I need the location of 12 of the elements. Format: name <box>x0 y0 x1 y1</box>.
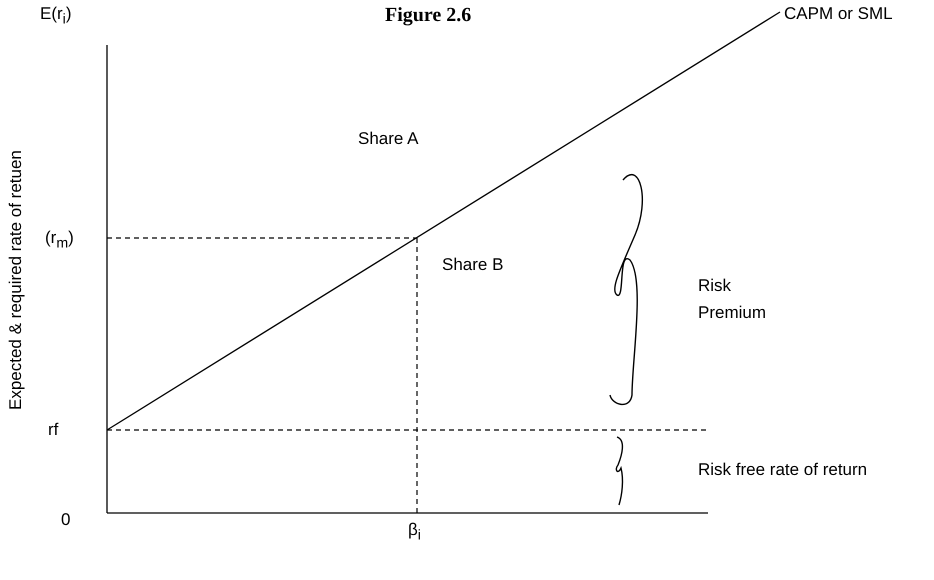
figure-title: Figure 2.6 <box>385 4 472 27</box>
point-label: Share B <box>442 255 504 275</box>
tick-label: 0 <box>61 510 70 530</box>
line-label: CAPM or SML <box>784 4 893 24</box>
axis-label: E(r$_{i}$) <box>40 4 72 28</box>
tick-label: (r$_{m}$) <box>45 228 74 252</box>
point-label: Share A <box>358 129 418 149</box>
tick-label: β$_{i}$ <box>408 520 421 544</box>
tick-label: rf <box>48 420 58 440</box>
annotation-text: Risk free rate of return <box>698 459 868 481</box>
axis-label: Expected & required rate of retuen <box>6 150 26 410</box>
annotation-text: Risk Premium <box>698 275 768 324</box>
